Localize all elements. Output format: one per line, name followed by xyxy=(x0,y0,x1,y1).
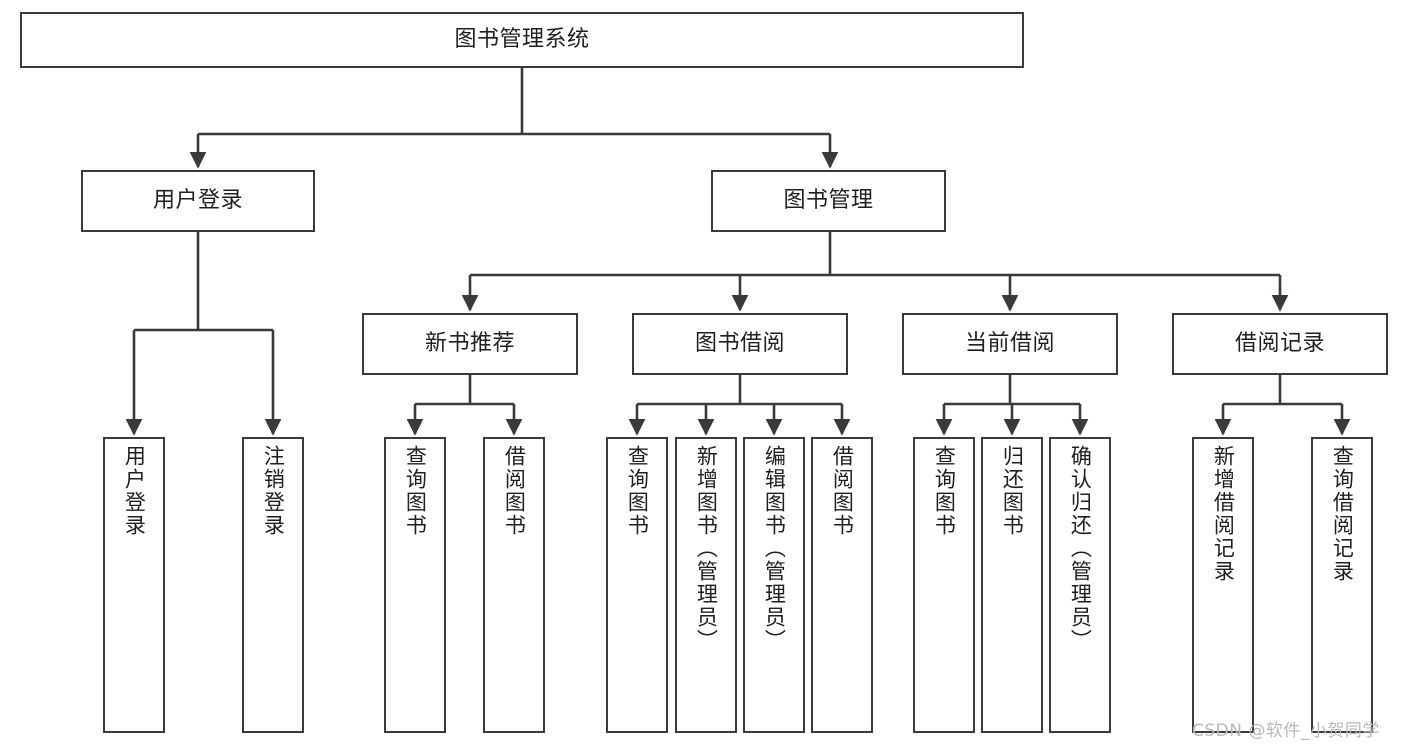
node-book-management-label: 图书管理 xyxy=(783,188,874,214)
node-new-book-recommend[interactable]: 新书推荐 xyxy=(362,313,578,375)
node-leaf-borrow-book-label: 借阅图书 xyxy=(830,445,855,537)
node-leaf-add-borrow-record-label: 新增借阅记录 xyxy=(1211,445,1236,583)
node-leaf-edit-book-admin-label: 编辑图书（管理员） xyxy=(762,445,787,652)
node-user-login-label: 用户登录 xyxy=(152,188,243,214)
node-borrow-record[interactable]: 借阅记录 xyxy=(1172,313,1388,375)
node-leaf-add-borrow-record[interactable]: 新增借阅记录 xyxy=(1192,437,1254,733)
node-leaf-query-book-recommend-label: 查询图书 xyxy=(403,445,428,537)
node-leaf-borrow-book-recommend-label: 借阅图书 xyxy=(502,445,527,537)
node-leaf-borrow-book[interactable]: 借阅图书 xyxy=(811,437,873,733)
node-book-management[interactable]: 图书管理 xyxy=(711,170,946,232)
node-book-borrow-label: 图书借阅 xyxy=(694,331,785,357)
node-current-borrow[interactable]: 当前借阅 xyxy=(902,313,1118,375)
node-root-system[interactable]: 图书管理系统 xyxy=(20,12,1024,68)
node-leaf-return-book-label: 归还图书 xyxy=(1000,445,1025,537)
node-borrow-record-label: 借阅记录 xyxy=(1234,331,1325,357)
node-leaf-query-book-borrow-label: 查询图书 xyxy=(625,445,650,537)
node-root-system-label: 图书管理系统 xyxy=(454,27,590,53)
node-leaf-edit-book-admin[interactable]: 编辑图书（管理员） xyxy=(743,437,805,733)
node-leaf-add-book-admin[interactable]: 新增图书（管理员） xyxy=(675,437,737,733)
node-leaf-logout-login-label: 注销登录 xyxy=(261,445,286,537)
node-leaf-query-borrow-record[interactable]: 查询借阅记录 xyxy=(1311,437,1373,733)
node-leaf-return-book[interactable]: 归还图书 xyxy=(981,437,1043,733)
node-user-login[interactable]: 用户登录 xyxy=(81,170,315,232)
node-leaf-query-book-recommend[interactable]: 查询图书 xyxy=(384,437,446,733)
node-leaf-query-book-borrow[interactable]: 查询图书 xyxy=(606,437,668,733)
node-new-book-recommend-label: 新书推荐 xyxy=(424,331,515,357)
node-leaf-confirm-return-admin[interactable]: 确认归还（管理员） xyxy=(1049,437,1111,733)
node-leaf-query-book-current-label: 查询图书 xyxy=(932,445,957,537)
node-leaf-user-login[interactable]: 用户登录 xyxy=(103,437,165,733)
node-leaf-user-login-label: 用户登录 xyxy=(122,445,147,537)
node-leaf-add-book-admin-label: 新增图书（管理员） xyxy=(694,445,719,652)
node-leaf-confirm-return-admin-label: 确认归还（管理员） xyxy=(1068,445,1093,652)
node-leaf-query-borrow-record-label: 查询借阅记录 xyxy=(1330,445,1355,583)
node-leaf-borrow-book-recommend[interactable]: 借阅图书 xyxy=(483,437,545,733)
node-leaf-logout-login[interactable]: 注销登录 xyxy=(242,437,304,733)
node-book-borrow[interactable]: 图书借阅 xyxy=(632,313,848,375)
csdn-watermark: CSDN @软件_小贺同学 xyxy=(1192,721,1380,741)
node-leaf-query-book-current[interactable]: 查询图书 xyxy=(913,437,975,733)
node-current-borrow-label: 当前借阅 xyxy=(964,331,1055,357)
